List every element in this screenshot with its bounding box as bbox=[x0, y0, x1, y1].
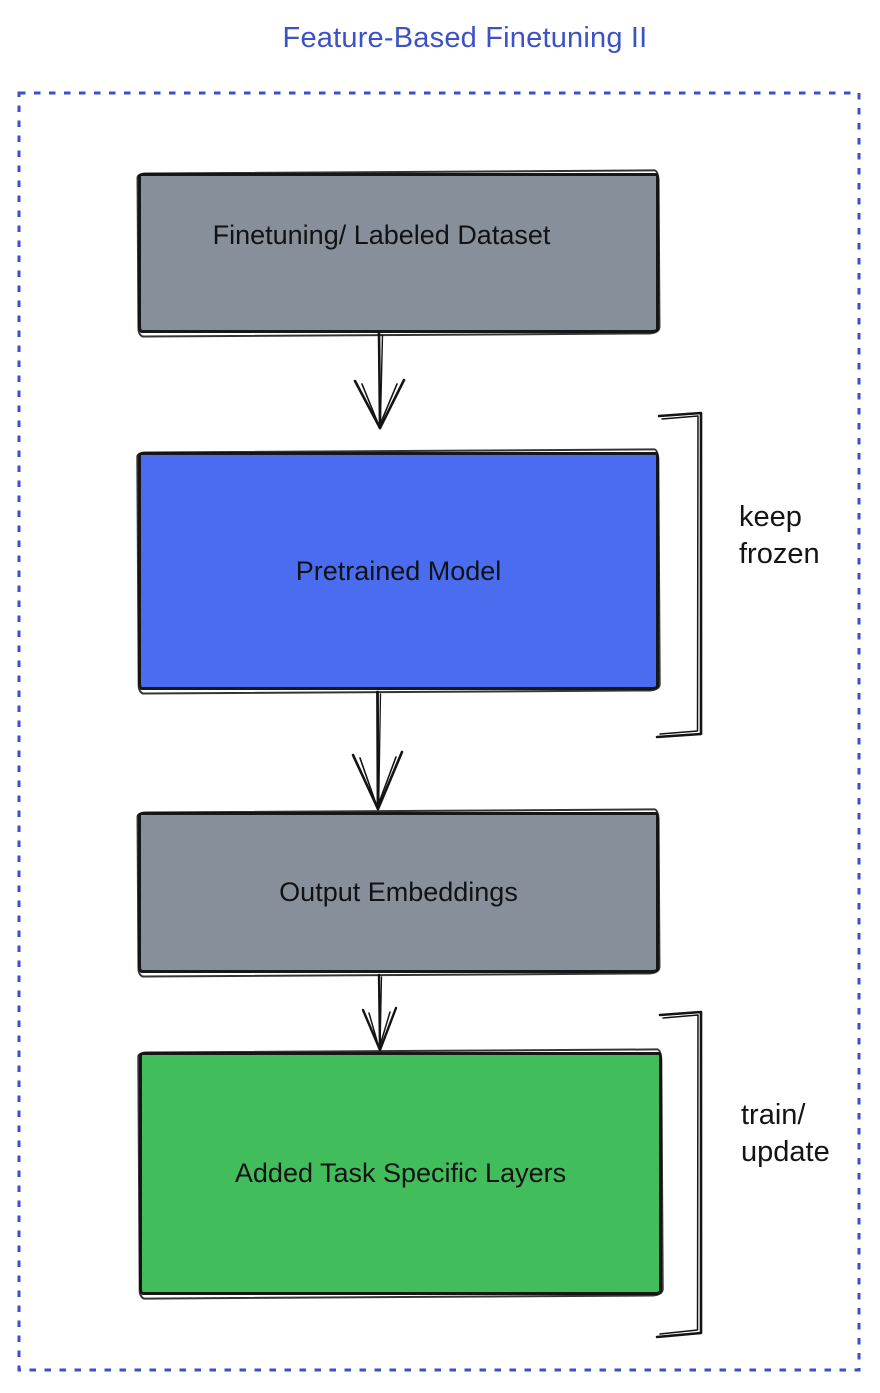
train-update-line2: update bbox=[741, 1136, 830, 1168]
arrow-down-1 bbox=[353, 331, 406, 430]
keep-frozen-label: keep frozen bbox=[739, 499, 820, 573]
node-label: Finetuning/ Labeled Dataset bbox=[212, 219, 551, 250]
node-label: Pretrained Model bbox=[295, 555, 502, 586]
node-label: Added Task Specific Layers bbox=[234, 1158, 567, 1188]
arrow-down-3 bbox=[361, 973, 398, 1052]
diagram-title: Feature-Based Finetuning II bbox=[282, 22, 648, 54]
node-pretrained-model: Pretrained Model bbox=[138, 452, 659, 690]
keep-frozen-line1: keep bbox=[739, 501, 802, 533]
train-update-label: train/ update bbox=[741, 1097, 830, 1171]
keep-frozen-line2: frozen bbox=[739, 538, 820, 570]
node-added-task-specific-layers: Added Task Specific Layers bbox=[139, 1052, 662, 1295]
arrow-down-2 bbox=[351, 690, 404, 811]
node-finetuning-labeled-dataset: Finetuning/ Labeled Dataset bbox=[138, 173, 659, 333]
bracket-keep-frozen bbox=[655, 411, 703, 739]
node-output-embeddings: Output Embeddings bbox=[138, 812, 659, 973]
train-update-line1: train/ bbox=[741, 1099, 806, 1131]
bracket-train-update bbox=[655, 1010, 703, 1339]
node-label: Output Embeddings bbox=[279, 877, 518, 907]
